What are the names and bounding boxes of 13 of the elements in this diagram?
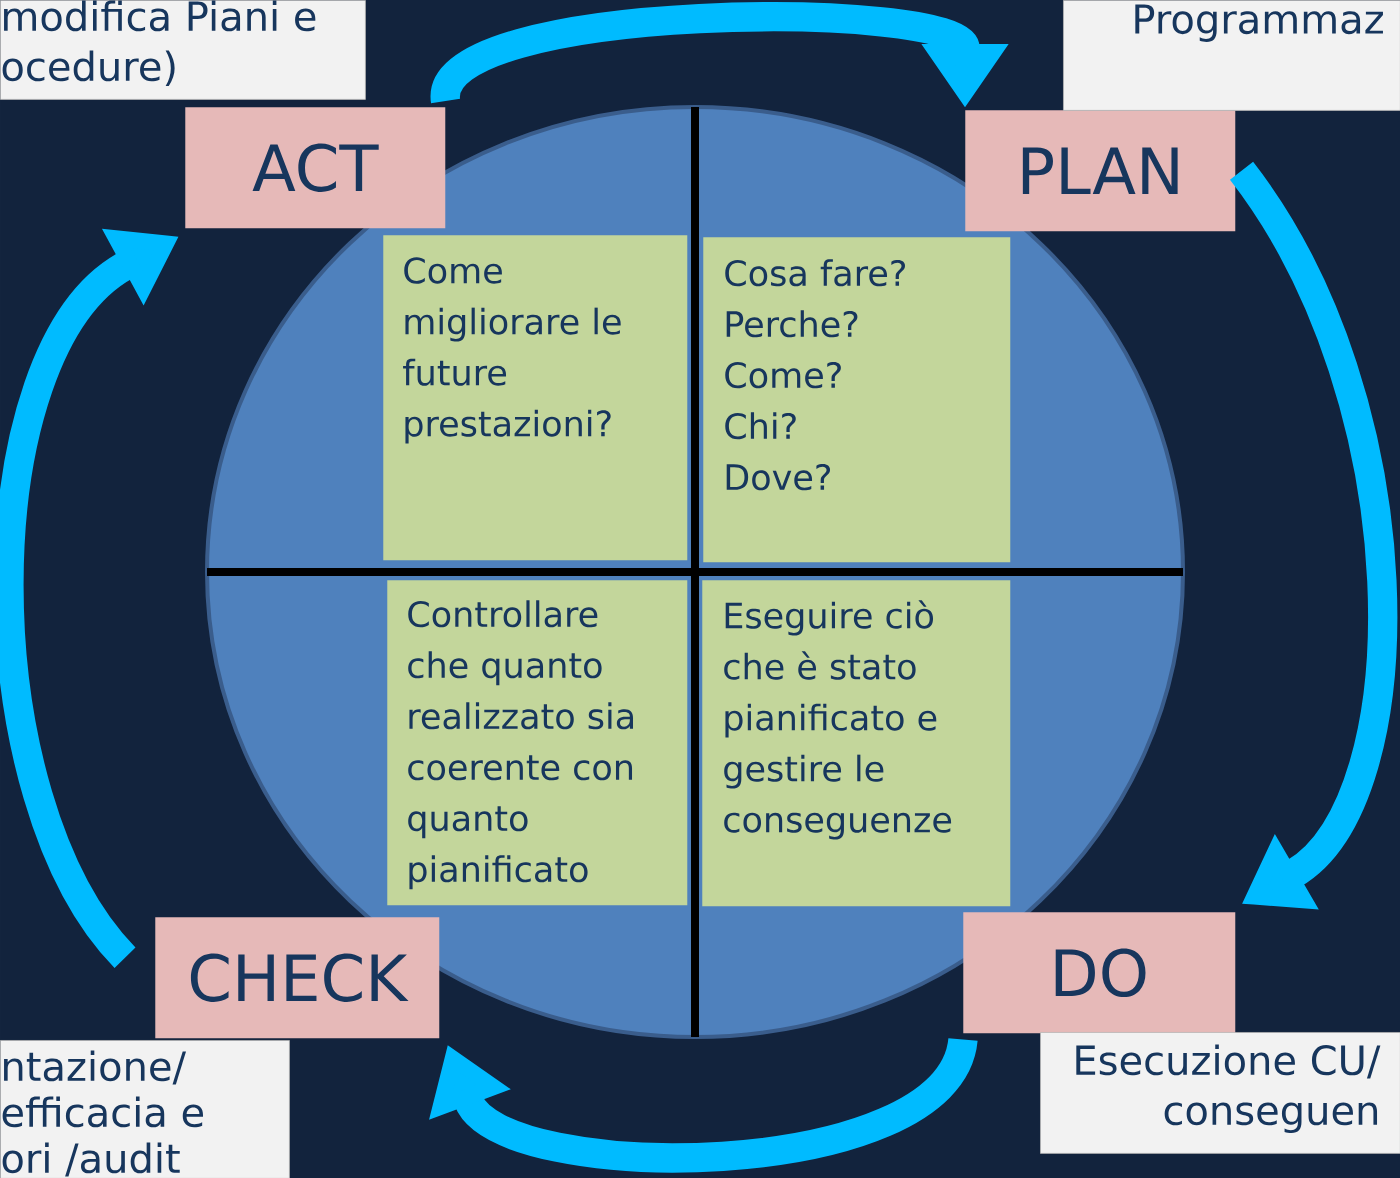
phase-label-box: PLAN [965,110,1236,232]
question-box: Controllare che quanto realizzato sia coerente con quanto pianificato [387,580,688,906]
question-box: Cosa fare? Perche? Come? Chi? Dove? [703,237,1011,563]
phase-label-box: ACT [185,107,446,229]
question-box: Come migliorare le future prestazioni? [383,235,688,561]
note-box: ntazione/ efficacia e ori /audit [0,1040,290,1178]
phase-label-box: DO [963,912,1236,1034]
cycle-arrow [1229,162,1397,910]
phase-label-box: CHECK [155,917,440,1039]
note-box: modifica Piani e ocedure) [0,0,366,100]
question-box: Eseguire ciò che è stato pianificato e gestire le conseguenze [702,580,1011,907]
note-box: Esecuzione CU/ conseguen [1040,1032,1400,1154]
note-box: Programmaz [1063,0,1400,111]
